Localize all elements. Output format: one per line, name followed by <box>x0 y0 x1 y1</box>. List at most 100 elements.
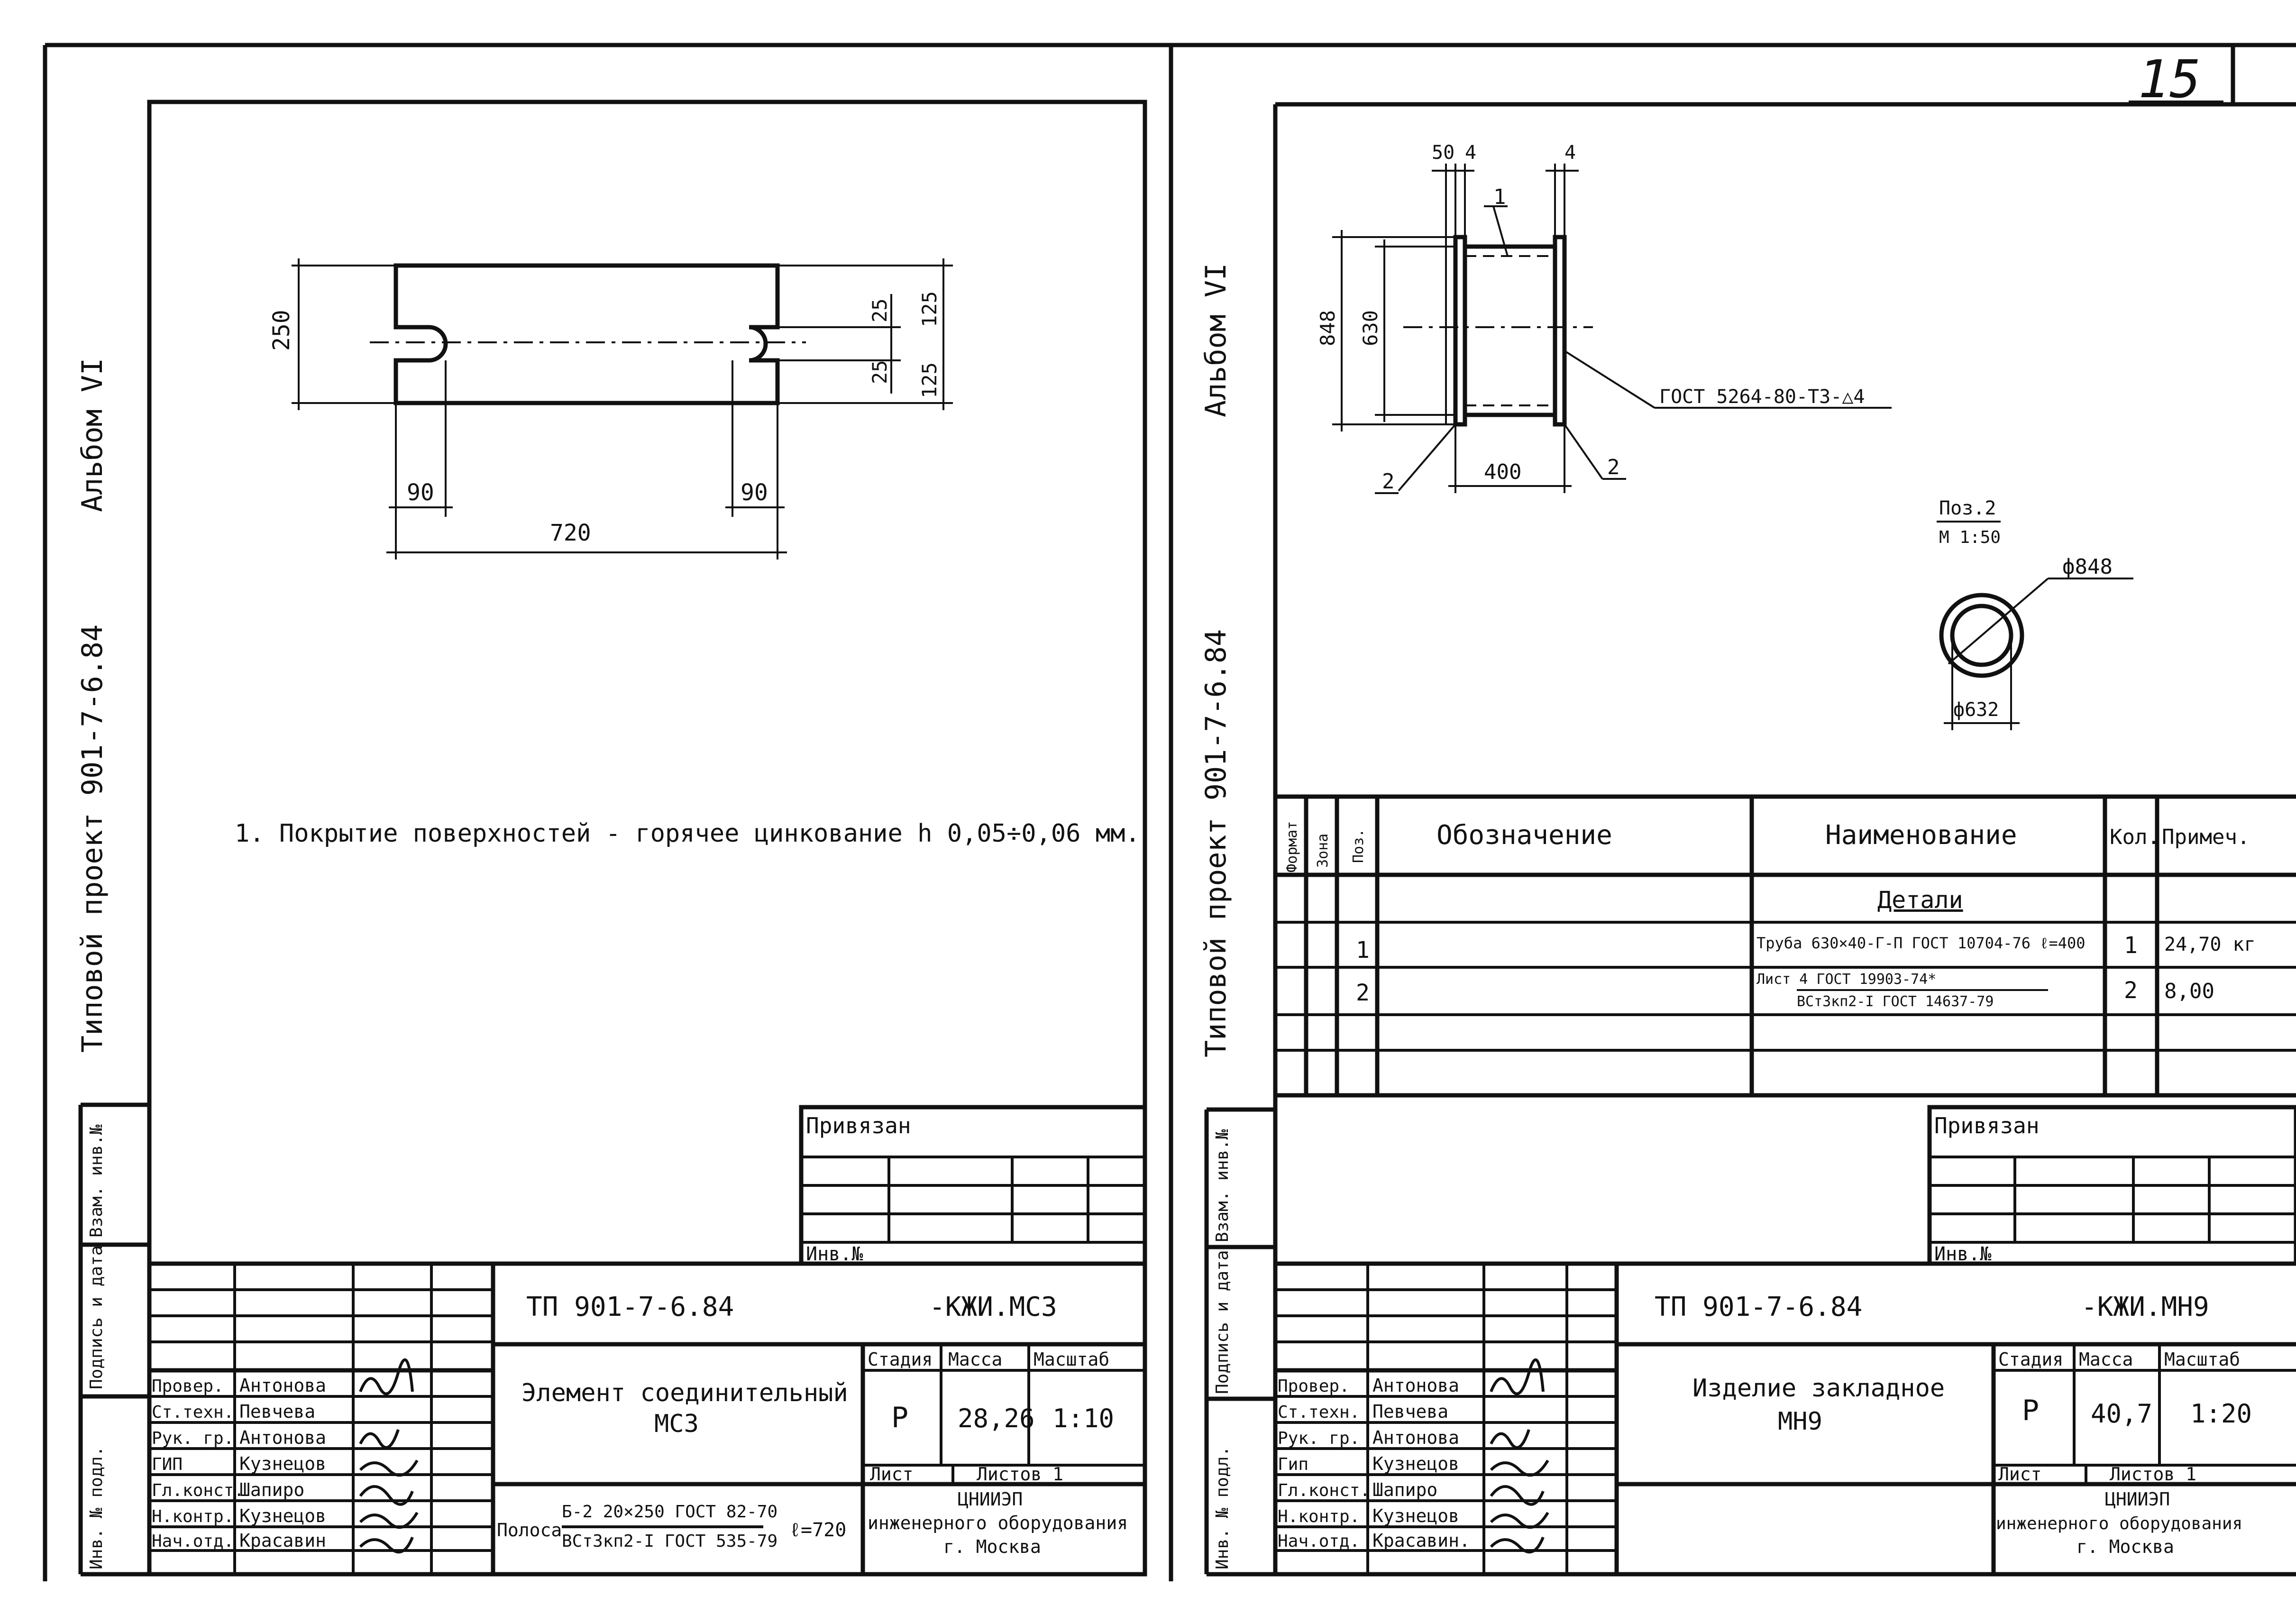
left-doc-suffix: -КЖИ.МС3 <box>929 1292 1057 1322</box>
right-stage-header: Стадия <box>1998 1349 2063 1370</box>
right-name-3: Кузнецов <box>1372 1453 1459 1474</box>
left-doc-code: ТП 901-7-6.84 <box>526 1292 734 1322</box>
left-signature-5 <box>359 1512 419 1529</box>
right-signature-3 <box>1490 1459 1549 1477</box>
right-stage: Р <box>2022 1394 2039 1427</box>
right-row1-name: Труба 630×40-Г-П ГОСТ 10704-76 ℓ=400 <box>1756 934 2086 952</box>
right-dim-4a: 4 <box>1465 142 1476 164</box>
left-dim-720: 720 <box>550 520 591 546</box>
right-name-2: Антонова <box>1372 1427 1459 1448</box>
right-sheet: 15 Типовой проект 901-7-6.84 Альбом VI В… <box>1171 43 2296 1577</box>
right-side-album: Альбом VI <box>1199 263 1233 417</box>
left-org-2: г. Москва <box>943 1536 1041 1557</box>
left-title: Элемент соединительный <box>521 1379 848 1407</box>
left-name-6: Красавин <box>239 1530 326 1551</box>
right-row2-note: 8,00 <box>2164 979 2214 1003</box>
right-margin-inv: Инв. № подл. <box>1213 1446 1232 1569</box>
right-th-zone: Зона <box>1315 834 1331 868</box>
right-detail-outer: ф848 <box>2062 555 2113 579</box>
right-detail-title: Поз.2 <box>1939 497 1996 519</box>
right-inv-no: Инв.№ <box>1934 1243 1991 1265</box>
left-margin-podp: Подпись и дата <box>87 1246 106 1389</box>
right-pos-2b: 2 <box>1607 455 1620 479</box>
left-mass: 28,26 <box>958 1404 1035 1433</box>
left-side-project: Типовой проект 901-7-6.84 <box>76 624 109 1053</box>
right-org-1: инженерного оборудования <box>1996 1514 2242 1533</box>
left-role-2: Рук. гр. <box>152 1429 234 1448</box>
left-side-album: Альбом VI <box>76 358 109 512</box>
right-role-0: Провер. <box>1278 1376 1350 1396</box>
left-signature-4 <box>359 1485 414 1506</box>
right-th-designation: Обозначение <box>1436 820 1612 851</box>
left-sheets-label: Листов 1 <box>977 1464 1063 1485</box>
left-margin-vzam: Взам. инв.№ <box>87 1124 106 1238</box>
right-doc-code: ТП 901-7-6.84 <box>1655 1292 1862 1322</box>
left-dim-25-top: 25 <box>868 298 891 322</box>
right-signature-1 <box>1490 1358 1545 1395</box>
left-dim-125-bottom: 125 <box>918 362 941 398</box>
left-org-1: инженерного оборудования <box>868 1513 1128 1533</box>
left-margin-inv: Инв. № подл. <box>87 1446 106 1569</box>
right-privyazan: Привязан <box>1934 1113 2040 1138</box>
right-margin-vzam: Взам. инв.№ <box>1213 1129 1232 1242</box>
left-signature-2 <box>359 1429 400 1449</box>
right-doc-suffix: -КЖИ.МН9 <box>2081 1292 2209 1322</box>
left-dim-90-left: 90 <box>407 479 434 506</box>
right-row2-name2: ВСт3кп2-I ГОСТ 14637-79 <box>1797 993 1994 1010</box>
right-th-pos: Поз. <box>1350 829 1367 863</box>
left-name-0: Антонова <box>239 1375 326 1396</box>
right-sheet-label: Лист <box>1998 1464 2042 1485</box>
right-dim-50: 50 <box>1432 142 1454 164</box>
left-dim-25-bottom: 25 <box>868 360 891 384</box>
right-role-4: Гл.конст. <box>1278 1481 1370 1500</box>
left-material-bottom: ВСт3кп2-I ГОСТ 535-79 <box>562 1532 778 1551</box>
right-dim-848: 848 <box>1316 310 1339 346</box>
right-dim-400: 400 <box>1484 460 1521 484</box>
right-detail-inner: ф632 <box>1953 699 1999 721</box>
right-row2-pos: 2 <box>1356 980 1370 1006</box>
right-scale: 1:20 <box>2190 1399 2252 1429</box>
left-inv-no: Инв.№ <box>806 1243 863 1265</box>
right-mass: 40,7 <box>2091 1399 2152 1429</box>
right-org-0: ЦНИИЭП <box>2105 1489 2170 1510</box>
right-title-block: Провер. Ст.техн. Рук. гр. Гип Гл.конст. … <box>1275 1261 2296 1574</box>
right-th-format: Формат <box>1284 821 1300 872</box>
left-note: 1. Покрытие поверхностей - горячее цинко… <box>235 819 1140 848</box>
right-name-5: Кузнецов <box>1372 1505 1459 1526</box>
right-row2-name: Лист 4 ГОСТ 19903-74* <box>1756 971 1936 988</box>
left-dim-90-right: 90 <box>741 479 768 506</box>
left-title-block: Провер. Ст.техн. Рук. гр. ГИП Гл.конст. … <box>147 1261 1147 1577</box>
right-mass-header: Масса <box>2079 1349 2133 1370</box>
right-signature-5 <box>1490 1512 1549 1529</box>
right-row1-pos: 1 <box>1356 937 1370 963</box>
left-role-6: Нач.отд. <box>152 1532 234 1551</box>
left-title-mark: МС3 <box>654 1410 699 1438</box>
left-strip-drawing: 250 25 25 125 125 90 90 720 <box>268 258 953 560</box>
right-role-5: Н.контр. <box>1278 1507 1360 1526</box>
right-pipe-drawing: 848 630 50 4 4 400 1 <box>1316 142 1892 494</box>
right-role-6: Нач.отд. <box>1278 1532 1360 1551</box>
right-th-qty: Кол. <box>2110 825 2160 849</box>
left-dim-250: 250 <box>268 310 295 351</box>
left-dim-125-top: 125 <box>918 291 941 327</box>
right-name-6: Красавин. <box>1372 1530 1470 1551</box>
right-th-name: Наименование <box>1825 820 2017 851</box>
left-scale: 1:10 <box>1052 1404 1114 1433</box>
right-th-note: Примеч. <box>2162 825 2250 849</box>
left-signature-6 <box>359 1536 414 1554</box>
left-role-5: Н.контр. <box>152 1507 234 1526</box>
left-sheet-label: Лист <box>870 1464 914 1485</box>
left-scale-header: Масштаб <box>1034 1349 1109 1370</box>
left-mass-header: Масса <box>948 1349 1002 1370</box>
right-role-2: Рук. гр. <box>1278 1429 1360 1448</box>
right-detail-scale: М 1:50 <box>1939 528 2001 547</box>
left-material-top: Б-2 20×250 ГОСТ 82-70 <box>562 1502 778 1522</box>
left-material-label: Полоса <box>497 1520 562 1541</box>
left-signature-3 <box>359 1459 419 1477</box>
right-sheets-label: Листов 1 <box>2110 1464 2196 1485</box>
right-weld-note: ГОСТ 5264-80-Т3-△4 <box>1659 386 1865 408</box>
right-signature-4 <box>1490 1485 1545 1506</box>
right-name-1: Певчева <box>1372 1401 1448 1422</box>
right-row1-qty: 1 <box>2124 932 2138 959</box>
